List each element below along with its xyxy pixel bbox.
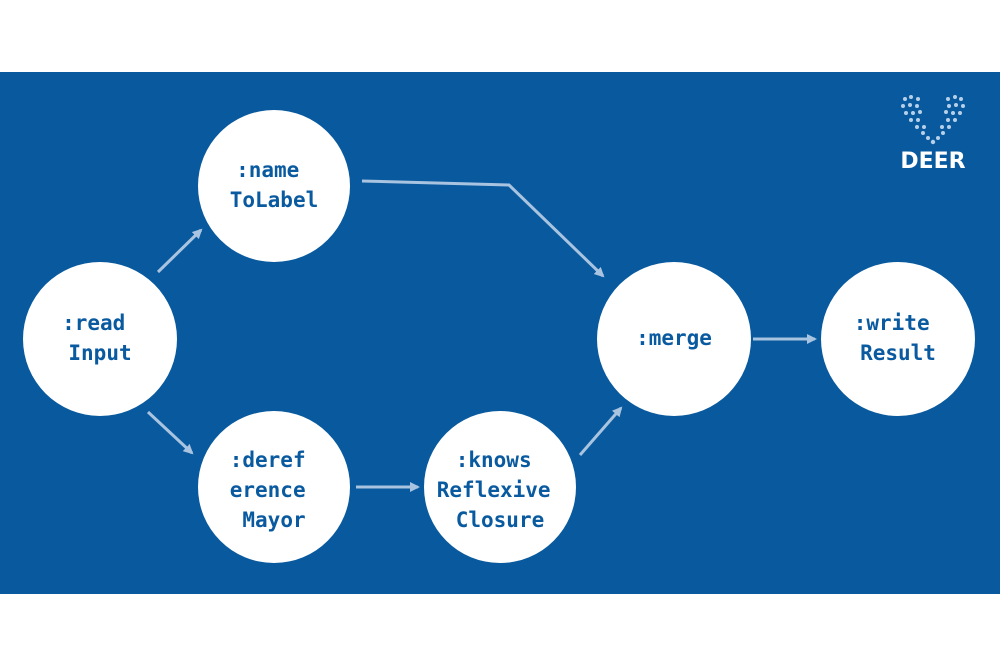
node-name-to-label: :name ToLabel — [198, 110, 350, 262]
deer-logo-text: DEER — [900, 149, 965, 174]
svg-text::merge: :merge — [636, 326, 712, 350]
edge-read-to-dereference — [146, 410, 194, 455]
edge-name-to-merge — [361, 179, 605, 278]
node-dereference-line-2: erence — [230, 478, 306, 502]
svg-text::write Result: :write Result — [854, 311, 943, 365]
node-knows-line-2: Reflexive — [437, 478, 551, 502]
edge-read-to-name — [156, 228, 203, 274]
node-write-result: :write Result — [821, 262, 975, 416]
node-knows-reflexive-closure: :knows Reflexive Closure — [424, 411, 576, 563]
deer-logo: DEER — [900, 95, 966, 174]
svg-text::read Input: :read Input — [62, 311, 138, 365]
edge-knows-to-merge — [578, 406, 623, 456]
node-merge: :merge — [597, 262, 751, 416]
node-dereference-line-3: Mayor — [242, 508, 305, 532]
node-dereference-mayor: :deref erence Mayor — [198, 411, 350, 563]
svg-text::name ToLabel: :name ToLabel — [230, 158, 319, 212]
node-name-to-label-line-1: :name — [236, 158, 299, 182]
node-dereference-line-1: :deref — [230, 448, 306, 472]
node-read-input-line-1: :read — [62, 311, 125, 335]
svg-text::deref erence Mayo: :deref erence Mayor — [230, 448, 319, 532]
node-knows-line-1: :knows — [456, 448, 532, 472]
node-write-line-2: Result — [860, 341, 936, 365]
node-merge-line-1: :merge — [636, 326, 712, 350]
node-read-input-line-2: Input — [68, 341, 131, 365]
deer-antler-icon — [901, 95, 965, 145]
node-write-line-1: :write — [854, 311, 930, 335]
node-name-to-label-line-2: ToLabel — [230, 188, 319, 212]
svg-text::knows Reflexive C: :knows Reflexive Closure — [437, 448, 563, 532]
node-read-input: :read Input — [23, 262, 177, 416]
edges — [146, 179, 817, 492]
node-knows-line-3: Closure — [456, 508, 545, 532]
